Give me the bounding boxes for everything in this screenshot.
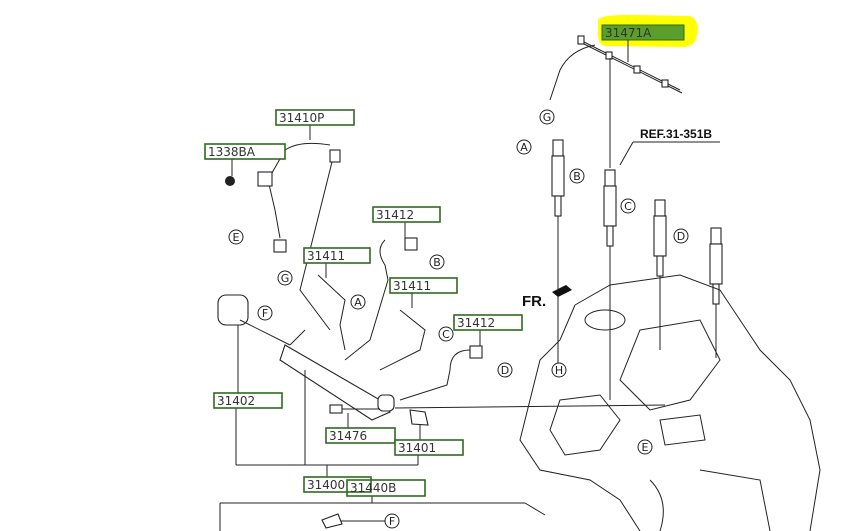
part-label-31476[interactable]: 31476 bbox=[325, 427, 396, 444]
callout-g: G bbox=[539, 109, 555, 125]
svg-text:F: F bbox=[389, 515, 395, 528]
part-label-1338BA[interactable]: 1338BA bbox=[204, 143, 286, 160]
svg-text:C: C bbox=[442, 328, 450, 341]
svg-text:31401: 31401 bbox=[398, 441, 436, 455]
injector-harness-drawing bbox=[549, 35, 683, 168]
svg-text:A: A bbox=[520, 141, 528, 154]
engine-drawing bbox=[519, 274, 821, 531]
part-label-31412[interactable]: 31412 bbox=[453, 314, 523, 331]
svg-text:D: D bbox=[677, 230, 685, 243]
callout-e: E bbox=[228, 229, 244, 245]
callout-a: A bbox=[516, 139, 532, 155]
svg-text:B: B bbox=[433, 256, 441, 269]
callout-b: B bbox=[569, 168, 585, 184]
reference-label[interactable]: REF.31-351B bbox=[640, 127, 712, 141]
part-label-31471A[interactable]: 31471A bbox=[601, 24, 685, 41]
svg-text:G: G bbox=[543, 111, 552, 124]
svg-text:31411: 31411 bbox=[307, 249, 345, 263]
front-arrow-icon bbox=[552, 285, 572, 297]
part-label-31410P[interactable]: 31410P bbox=[275, 109, 355, 126]
fuel-rail-assembly-drawing bbox=[217, 142, 666, 426]
svg-text:E: E bbox=[233, 231, 240, 244]
callout-g: G bbox=[277, 270, 293, 286]
svg-text:31402: 31402 bbox=[217, 394, 255, 408]
part-label-31411[interactable]: 31411 bbox=[389, 277, 458, 294]
svg-text:G: G bbox=[281, 272, 290, 285]
svg-text:31440B: 31440B bbox=[350, 481, 396, 495]
svg-text:D: D bbox=[501, 364, 509, 377]
injectors-drawing bbox=[551, 139, 723, 400]
callout-h: H bbox=[551, 362, 567, 378]
part-label-31402[interactable]: 31402 bbox=[213, 392, 283, 409]
svg-text:31412: 31412 bbox=[457, 316, 495, 330]
svg-text:31410P: 31410P bbox=[279, 111, 324, 125]
svg-text:31412: 31412 bbox=[376, 208, 414, 222]
svg-text:31411: 31411 bbox=[393, 279, 431, 293]
callout-a: A bbox=[350, 294, 366, 310]
svg-text:F: F bbox=[262, 307, 268, 320]
callout-d: D bbox=[497, 362, 513, 378]
callout-d: D bbox=[673, 228, 689, 244]
leader-lines bbox=[219, 125, 546, 531]
part-label-31440B[interactable]: 31440B bbox=[346, 479, 426, 497]
svg-text:31476: 31476 bbox=[329, 429, 367, 443]
svg-text:A: A bbox=[354, 296, 362, 309]
part-label-31411[interactable]: 31411 bbox=[303, 247, 371, 264]
callout-b: B bbox=[429, 254, 445, 270]
front-direction-label: FR. bbox=[522, 293, 546, 310]
callout-f: F bbox=[257, 305, 273, 321]
part-label-31412[interactable]: 31412 bbox=[372, 206, 441, 223]
part-label-31401[interactable]: 31401 bbox=[394, 439, 464, 456]
callout-e: E bbox=[637, 439, 653, 455]
svg-text:E: E bbox=[642, 441, 649, 454]
callout-c: C bbox=[438, 326, 454, 342]
callout-c: C bbox=[620, 198, 636, 214]
svg-text:31400: 31400 bbox=[307, 478, 345, 492]
svg-text:31471A: 31471A bbox=[605, 26, 652, 40]
callout-f: F bbox=[384, 513, 400, 529]
svg-text:1338BA: 1338BA bbox=[208, 145, 256, 159]
svg-text:B: B bbox=[573, 170, 581, 183]
svg-text:H: H bbox=[555, 364, 563, 377]
svg-text:C: C bbox=[624, 200, 632, 213]
